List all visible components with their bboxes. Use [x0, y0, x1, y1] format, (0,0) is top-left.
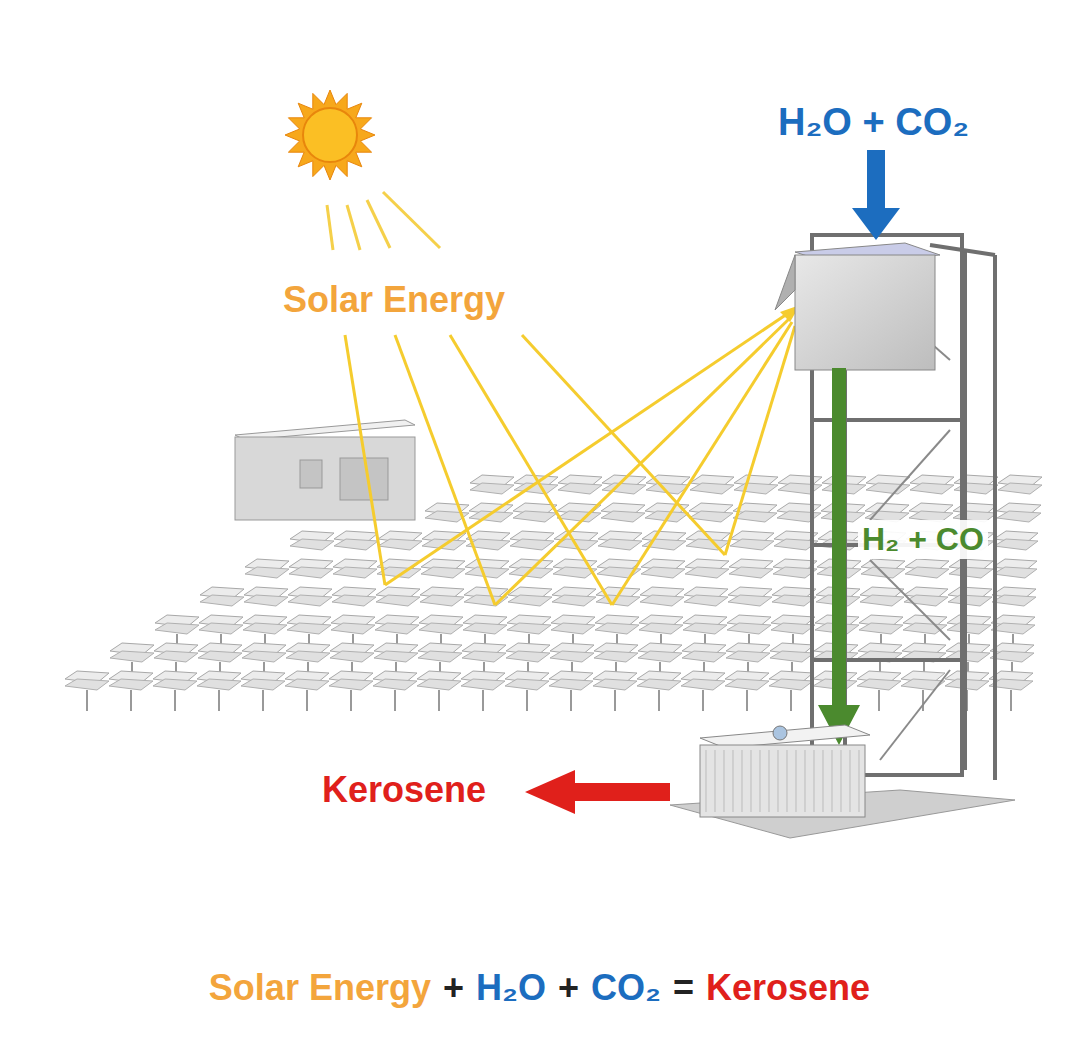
gtl-container: [670, 725, 1015, 838]
equation-operator: +: [558, 968, 579, 1008]
energy-label: Solar Energy: [283, 280, 505, 320]
equation-operator: =: [673, 968, 694, 1008]
equation-term: Kerosene: [706, 968, 870, 1008]
sun: [285, 90, 375, 180]
equation-term: Solar Energy: [209, 968, 431, 1008]
equation-operator: +: [443, 968, 464, 1008]
output-arrow: [525, 770, 670, 814]
light-rays: [345, 312, 795, 605]
input-label: H₂O + CO₂: [778, 102, 969, 144]
equation-term: H₂O: [476, 968, 546, 1008]
syngas-label: H₂ + CO: [858, 520, 988, 559]
sun-rays: [327, 192, 440, 250]
equation-term: CO₂: [591, 968, 661, 1008]
control-building: [235, 420, 415, 520]
syngas-arrow: [818, 368, 860, 745]
solar-receiver: [775, 243, 940, 370]
input-arrow: [852, 150, 900, 240]
equation: Solar Energy + H₂O + CO₂ = Kerosene: [0, 968, 1079, 1008]
product-label: Kerosene: [322, 770, 486, 810]
